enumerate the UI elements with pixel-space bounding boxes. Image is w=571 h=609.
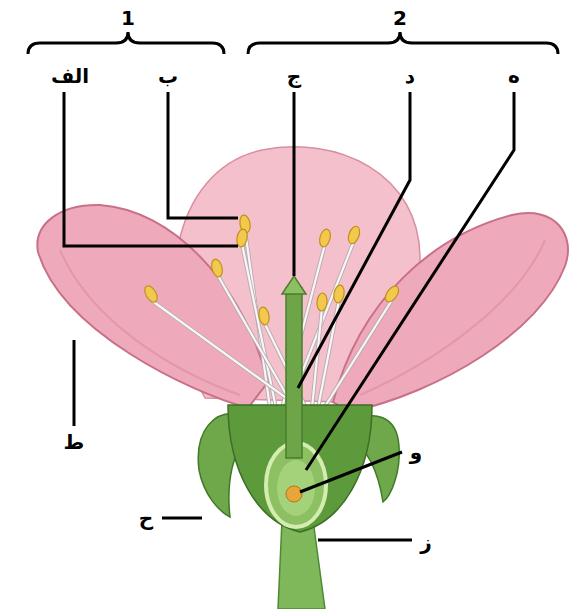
part-label: الف: [49, 65, 91, 87]
leader-line: [293, 92, 296, 276]
part-label: ج: [285, 65, 303, 87]
callout-number: 1: [119, 7, 137, 29]
callout-number: 2: [391, 7, 409, 29]
part-label: ح: [137, 507, 155, 529]
part-label: ز: [418, 531, 434, 553]
stem: [278, 520, 325, 609]
anther: [258, 306, 271, 325]
leader-line: [300, 452, 402, 492]
anther: [142, 284, 160, 305]
ovule: [286, 486, 302, 502]
leader-line: [64, 92, 238, 246]
part-label: ط: [62, 431, 87, 453]
petal: [333, 213, 568, 412]
leader-line: [306, 92, 514, 470]
anther: [346, 225, 362, 245]
part-label: و: [408, 441, 424, 463]
anther: [210, 258, 224, 278]
bracket: [28, 32, 224, 54]
leader-line: [318, 539, 412, 542]
part-label: د: [403, 65, 417, 87]
petal-shade: [60, 250, 240, 395]
petal-shade: [360, 240, 545, 395]
leader-line: [162, 517, 202, 520]
leader-line: [73, 340, 76, 426]
stamens: [142, 214, 401, 408]
leader-line: [298, 92, 410, 388]
style: [286, 288, 302, 458]
bracket: [248, 32, 558, 54]
anther: [383, 284, 402, 304]
stigma: [282, 276, 306, 294]
leader-lines: [64, 92, 514, 540]
part-label: ب: [156, 65, 180, 87]
part-label: ه: [506, 65, 522, 87]
anther: [316, 293, 328, 312]
anther: [318, 228, 332, 248]
leader-line: [168, 92, 238, 218]
